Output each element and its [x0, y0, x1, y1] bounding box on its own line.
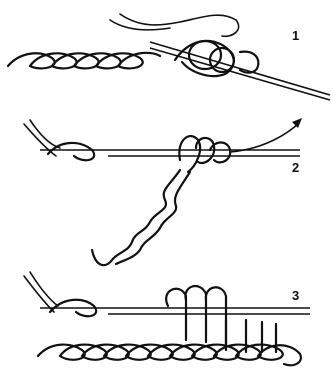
step-label-1: 1 — [292, 28, 299, 43]
step-3-figure: 3 — [24, 272, 310, 365]
step-2-figure: 2 — [24, 118, 302, 265]
step-label-3: 3 — [292, 288, 299, 303]
step-label-2: 2 — [292, 160, 299, 175]
step-1-figure: 1 — [8, 14, 330, 100]
